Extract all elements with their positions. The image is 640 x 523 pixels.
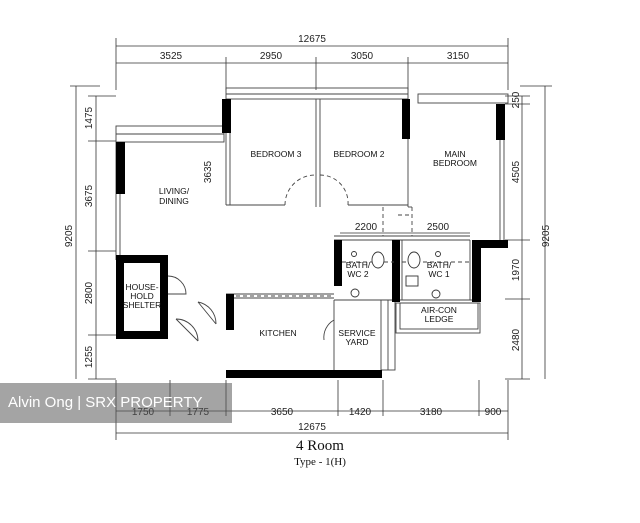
dimension-lines	[70, 38, 552, 440]
label-service-yard-1: SERVICE	[338, 328, 375, 338]
label-kitchen: KITCHEN	[259, 328, 296, 338]
dim-bottom-total: 12675	[298, 422, 326, 433]
dim-right-1: 250	[511, 91, 522, 108]
label-bedroom-2: BEDROOM 2	[333, 149, 384, 159]
dim-bath2-width: 2200	[355, 222, 378, 233]
label-main-bedroom-1: MAIN	[444, 149, 465, 159]
dim-bedroom3-height: 3635	[203, 160, 214, 183]
dim-bottom-4: 1420	[349, 407, 372, 418]
dimension-labels: 12675 3525 2950 3050 3150 1750 1775 3650…	[64, 34, 552, 433]
label-bath2-1: BATH/	[346, 260, 371, 270]
dim-right-2: 4505	[511, 160, 522, 183]
label-bath2-2: WC 2	[347, 269, 369, 279]
label-living-2: DINING	[159, 196, 189, 206]
label-bath1-1: BATH/	[427, 260, 452, 270]
dim-top-1: 3525	[160, 51, 183, 62]
label-aircon-1: AIR-CON	[421, 305, 457, 315]
room-labels: BEDROOM 3 BEDROOM 2 MAIN BEDROOM LIVING/…	[123, 149, 477, 347]
doors	[167, 174, 349, 342]
walls	[115, 87, 509, 378]
label-bedroom-3: BEDROOM 3	[250, 149, 301, 159]
dim-bath1-width: 2500	[427, 222, 450, 233]
label-main-bedroom-2: BEDROOM	[433, 158, 477, 168]
dashed-lines	[236, 207, 470, 297]
plan-title: 4 Room	[296, 438, 344, 454]
label-aircon-2: LEDGE	[425, 314, 454, 324]
dim-top-4: 3150	[447, 51, 470, 62]
dim-top-2: 2950	[260, 51, 283, 62]
label-living-1: LIVING/	[159, 186, 190, 196]
label-shelter-1: HOUSE-	[125, 282, 158, 292]
bath-fixtures	[350, 251, 441, 299]
dim-left-4: 1255	[84, 345, 95, 368]
label-bath1-2: WC 1	[428, 269, 450, 279]
dim-bottom-6: 900	[485, 407, 502, 418]
dim-bottom-5: 3180	[420, 407, 443, 418]
label-shelter-2: HOLD	[130, 291, 154, 301]
dim-bottom-3: 3650	[271, 407, 294, 418]
label-service-yard-2: YARD	[346, 337, 369, 347]
dim-top-total: 12675	[298, 34, 326, 45]
dim-right-3: 1970	[511, 258, 522, 281]
label-shelter-3: SHELTER	[123, 300, 162, 310]
dim-top-3: 3050	[351, 51, 374, 62]
dim-left-2: 3675	[84, 184, 95, 207]
plan-subtitle: Type - 1(H)	[294, 456, 346, 468]
dim-left-1: 1475	[84, 106, 95, 129]
dim-left-3: 2800	[84, 281, 95, 304]
dim-right-total: 9205	[541, 224, 552, 247]
dim-left-total: 9205	[64, 224, 75, 247]
dim-right-4: 2480	[511, 328, 522, 351]
agent-watermark: Alvin Ong | SRX PROPERTY	[0, 383, 232, 423]
